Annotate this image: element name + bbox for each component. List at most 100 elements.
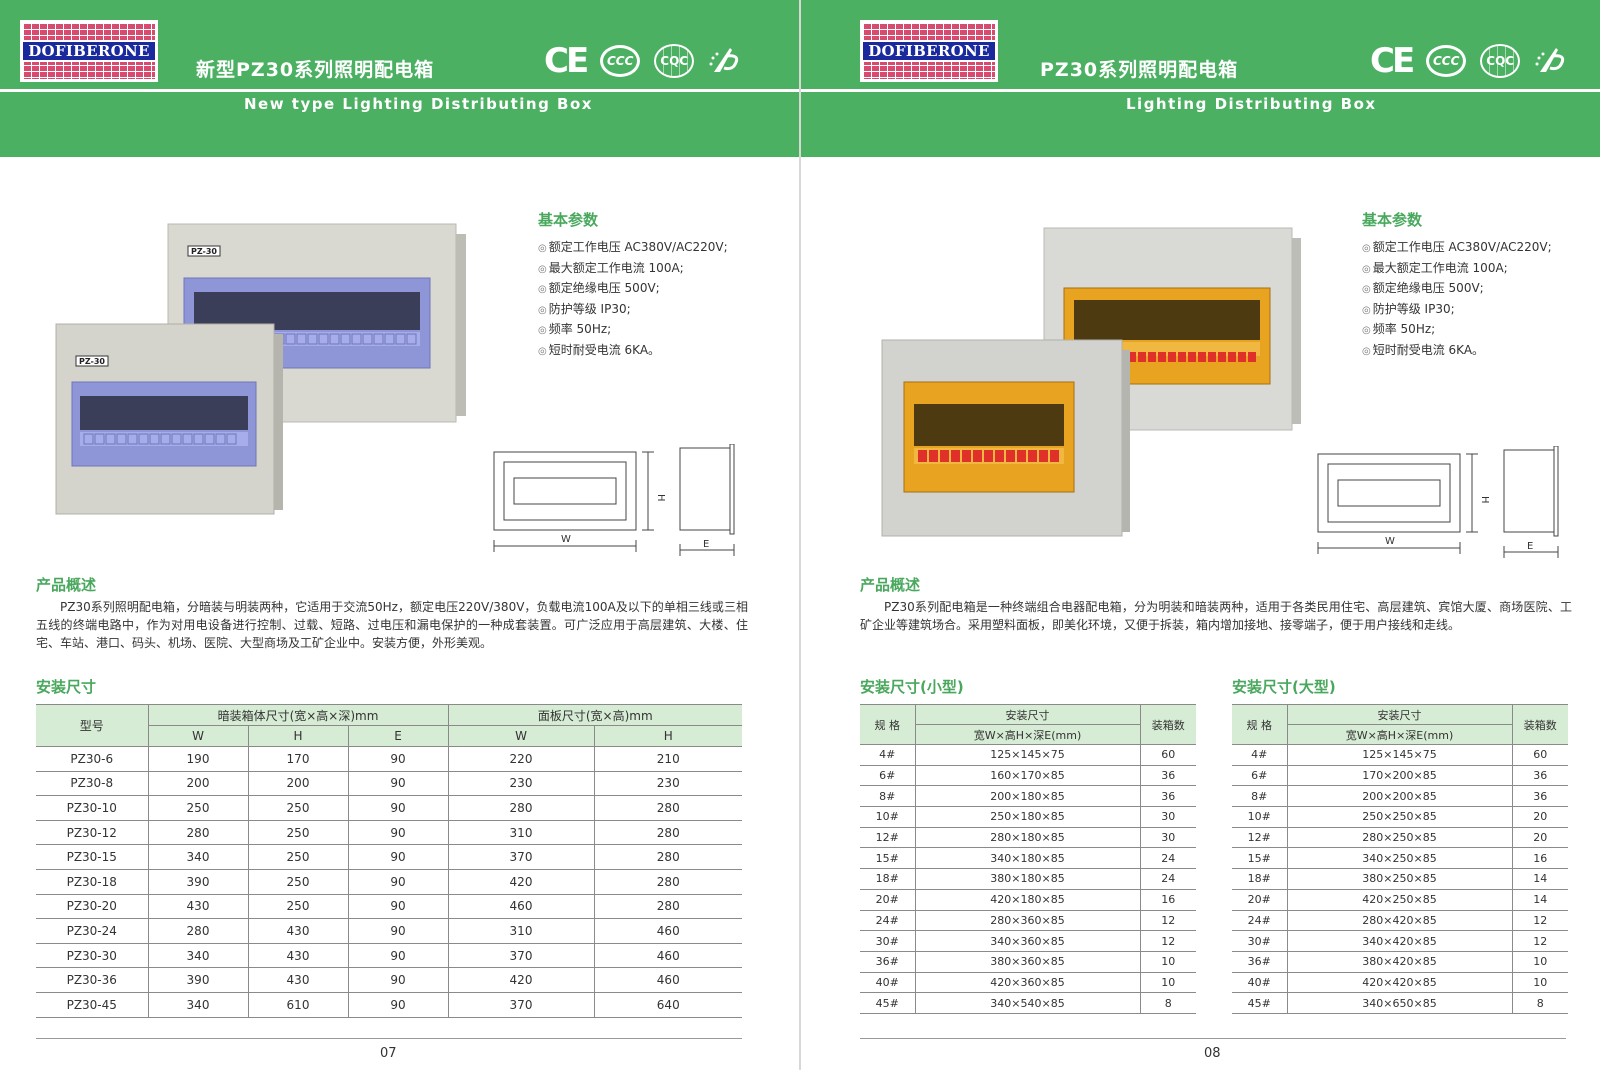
page-header: DOFIBERONE PZ30系列照明配电箱 Lighting Distribu… (800, 0, 1600, 157)
table-cell: 250 (247, 869, 348, 895)
dim-h-label: H (655, 494, 666, 502)
table-cell: 4# (1232, 744, 1287, 766)
table-cell: 170 (247, 746, 348, 772)
table-cell: 340 (147, 943, 248, 969)
table-cell: 250 (147, 795, 248, 821)
param-item: 最大额定工作电流 100A; (538, 259, 728, 280)
table-cell: PZ30-18 (36, 869, 148, 895)
table-cell: 24 (1139, 868, 1196, 890)
table-cell: 90 (347, 869, 448, 895)
table-cell: 190 (147, 746, 248, 772)
page-title: PZ30系列照明配电箱 (1040, 59, 1239, 81)
table-cell: 380×360×85 (914, 951, 1140, 973)
table-cell: 340×180×85 (914, 847, 1140, 870)
table-cell: 12# (860, 827, 915, 849)
col-spec-header: 规 格 (860, 704, 916, 745)
table-cell: 4# (860, 744, 915, 766)
table-cell: 430 (147, 894, 248, 920)
col-spec-header: 规 格 (1232, 704, 1288, 745)
table-cell: 340×650×85 (1286, 992, 1512, 1014)
page-header: DOFIBERONE 新型PZ30系列照明配电箱 New type Lighti… (0, 0, 800, 157)
params-title: 基本参数 (1362, 211, 1423, 229)
page-number: 08 (1204, 1046, 1221, 1061)
table-cell: 14 (1511, 889, 1568, 911)
col-group-panel-header: 面板尺寸(宽×高)mm (447, 704, 742, 726)
table-cell: 90 (347, 746, 448, 772)
table-cell: 230 (447, 771, 594, 797)
table-cell: PZ30-24 (36, 918, 148, 944)
table-cell: 370 (447, 844, 594, 870)
table-cell: 280×360×85 (914, 910, 1140, 932)
cert-mark-icon (709, 48, 739, 72)
ce-mark-icon: CE (1370, 41, 1415, 81)
table-cell: 40# (860, 972, 915, 994)
table-cell: 60 (1511, 744, 1568, 766)
table-cell: 200 (247, 771, 348, 797)
table-cell: 16 (1511, 847, 1568, 870)
cert-mark-icon (1535, 48, 1565, 72)
table-cell: 60 (1139, 744, 1196, 766)
table-cell: PZ30-45 (36, 992, 148, 1018)
table-cell: 90 (347, 844, 448, 870)
table-cell: 12 (1511, 910, 1568, 932)
col-qty-header: 装箱数 (1511, 704, 1568, 745)
product-photo (881, 227, 1301, 537)
brand-logo: DOFIBERONE (860, 20, 998, 82)
table-cell: 280×420×85 (1286, 910, 1512, 932)
table-cell: PZ30-36 (36, 967, 148, 993)
params-title: 基本参数 (538, 211, 599, 229)
param-item: 额定绝缘电压 500V; (1362, 279, 1552, 300)
logo-text: DOFIBERONE (863, 40, 995, 62)
cqc-mark-icon: CQC (654, 44, 695, 78)
param-item: 最大额定工作电流 100A; (1362, 259, 1552, 280)
table-cell: 90 (347, 894, 448, 920)
table-cell: 220 (447, 746, 594, 772)
table-cell: 160×170×85 (914, 765, 1140, 787)
param-item: 频率 50Hz; (538, 320, 728, 341)
table-cell: 90 (347, 967, 448, 993)
table-cell: 250 (247, 894, 348, 920)
table-cell: PZ30-8 (36, 771, 148, 797)
table-cell: 8 (1511, 992, 1568, 1014)
table-cell: 18# (1232, 868, 1287, 890)
param-item: 短时耐受电流 6KA。 (538, 341, 728, 362)
table-cell: PZ30-6 (36, 746, 148, 772)
param-item: 频率 50Hz; (1362, 320, 1552, 341)
table-cell: 14 (1511, 868, 1568, 890)
table-cell: 36 (1511, 765, 1568, 787)
table-cell: 380×250×85 (1286, 868, 1512, 890)
table-cell: 10 (1139, 972, 1196, 994)
ce-mark-icon: CE (544, 41, 589, 81)
table-cell: 36 (1139, 785, 1196, 808)
table-cell: 90 (347, 795, 448, 821)
table-cell: 460 (593, 943, 742, 969)
table-cell: 280×250×85 (1286, 827, 1512, 849)
table-cell: 250 (247, 795, 348, 821)
table-cell: 30# (860, 930, 915, 952)
table-cell: 36 (1139, 765, 1196, 787)
page-subtitle: New type Lighting Distributing Box (244, 95, 593, 113)
param-item: 防护等级 IP30; (538, 300, 728, 321)
photo-label-small: PZ-30 (79, 357, 105, 366)
col-model-header: 型号 (36, 704, 149, 747)
table-cell: 10# (860, 806, 915, 828)
table-cell: 10 (1139, 951, 1196, 973)
ccc-mark-icon: CCC (600, 45, 641, 77)
overview-title: 产品概述 (860, 576, 921, 594)
table-cell: 12 (1511, 930, 1568, 952)
table-cell: 340 (147, 992, 248, 1018)
dimension-drawing: W H E (1317, 446, 1559, 558)
table-cell: 430 (247, 943, 348, 969)
